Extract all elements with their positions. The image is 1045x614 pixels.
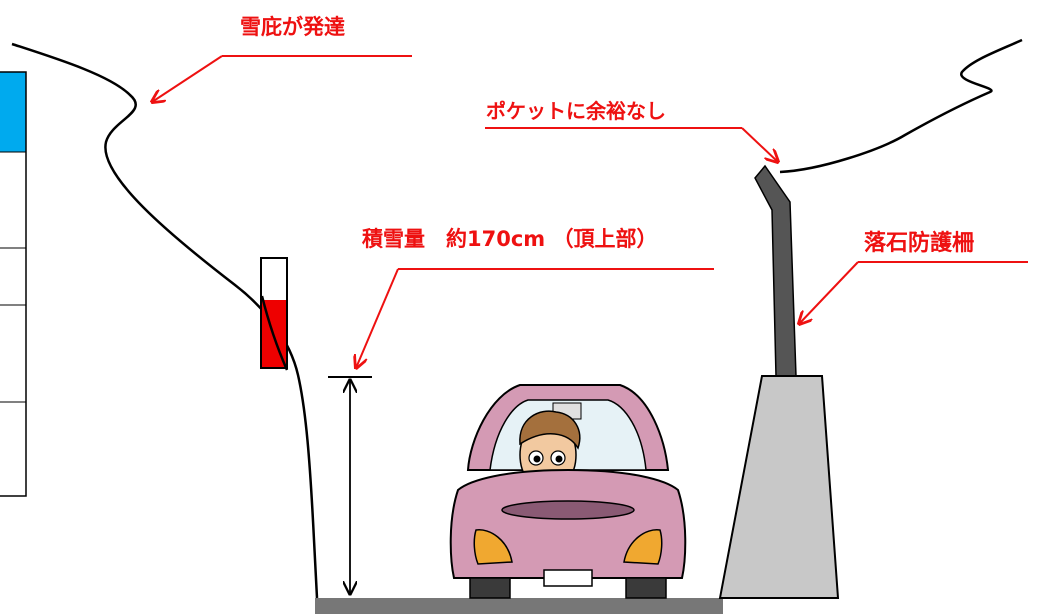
tire-left [469,577,511,599]
table-header-cell [0,72,26,152]
rockfall-fence [718,164,840,599]
snow-gauge [260,257,289,371]
driver-pupil [533,455,541,463]
label-cornice: 雪庇が発達 [240,15,345,39]
driver-hair [519,410,581,450]
headlight-right [623,529,663,565]
car-with-driver [449,384,687,599]
fence-post [754,164,797,377]
road-surface [315,598,723,614]
left-snow-wall [11,42,319,599]
headlight-left [473,529,513,565]
annotation-snow-depth: 積雪量 約170cm （頂上部） [356,227,714,368]
annotation-cornice: 雪庇が発達 [152,15,412,102]
snow-depth-measure [328,376,372,594]
label-pocket: ポケットに余裕なし [486,99,666,123]
partial-table [0,71,27,497]
license-plate [543,569,593,587]
driver-pupil [555,455,563,463]
steering-wheel [501,500,635,520]
right-snow-surface [779,38,1023,174]
label-rockfall-fence: 落石防護柵 [864,230,974,256]
fence-base [718,375,840,599]
table-frame [0,71,27,497]
annotation-pocket: ポケットに余裕なし [485,99,778,162]
annotation-rockfall-fence: 落石防護柵 [799,230,1028,324]
label-snow-depth: 積雪量 約170cm （頂上部） [362,227,657,251]
tire-right [625,577,667,599]
